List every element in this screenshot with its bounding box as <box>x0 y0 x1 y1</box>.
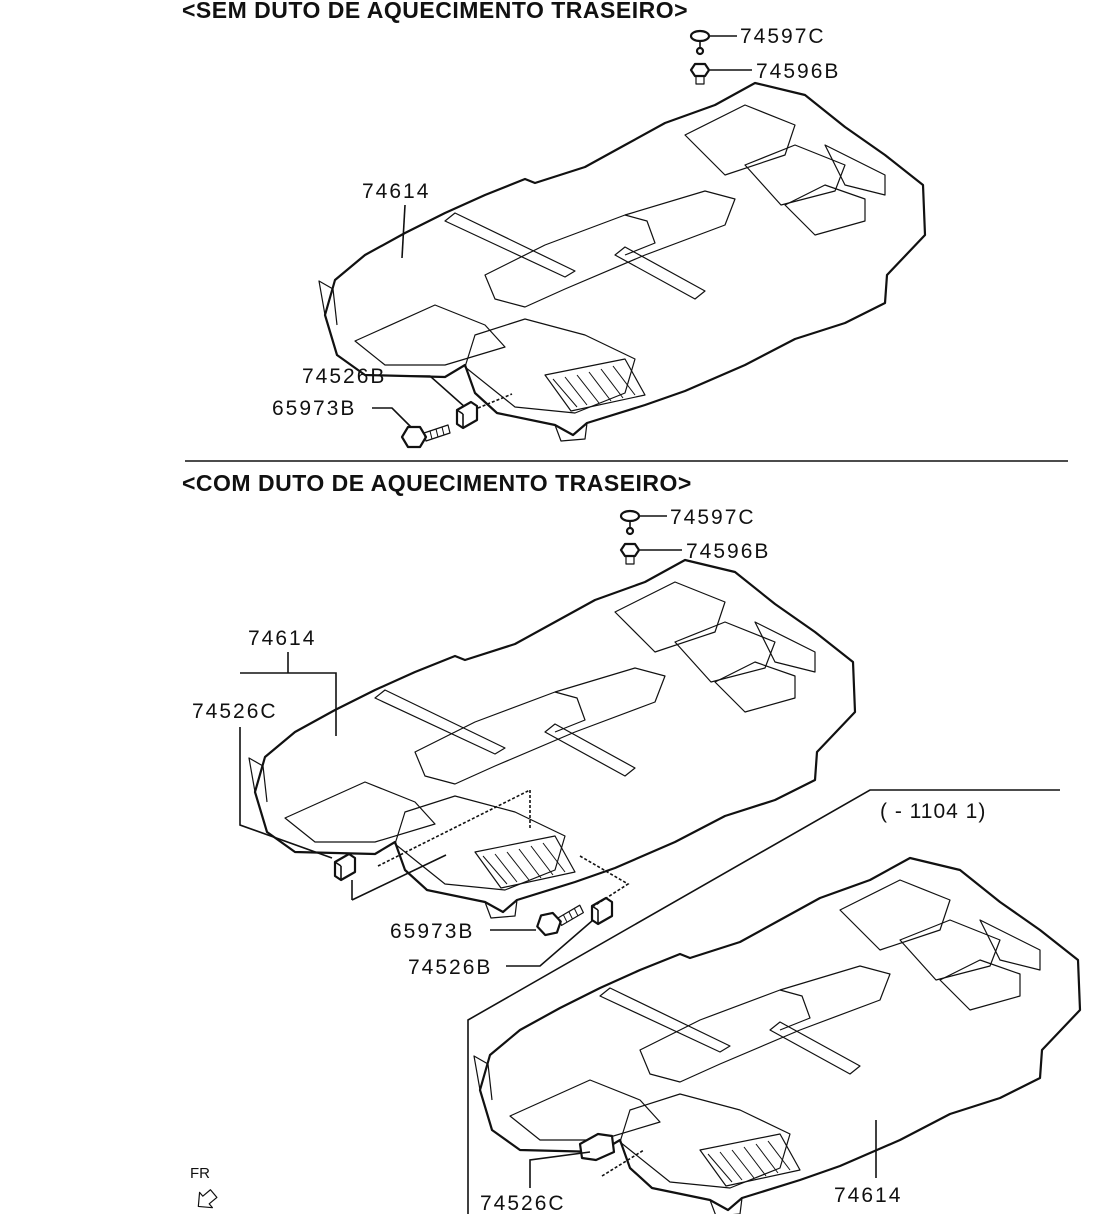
part-label-74526b: 74526B <box>302 365 386 388</box>
part-label-74597c-2: 74597C <box>670 506 756 529</box>
part-label-74526b-2: 74526B <box>408 956 492 979</box>
part-label-74614-inset: 74614 <box>834 1184 902 1207</box>
bracket-74526b-icon <box>455 400 479 430</box>
part-label-74596b: 74596B <box>756 60 840 83</box>
top-section-title: <SEM DUTO DE AQUECIMENTO TRASEIRO> <box>182 0 688 23</box>
floor-carpet-top <box>317 81 927 443</box>
part-label-74614-2: 74614 <box>248 627 316 650</box>
bottom-section-title: <COM DUTO DE AQUECIMENTO TRASEIRO> <box>182 470 692 496</box>
clip-74596b-icon-2 <box>619 542 641 566</box>
part-label-65973b-2: 65973B <box>390 920 474 943</box>
bolt-65973b-icon <box>400 423 452 449</box>
part-label-74596b-2: 74596B <box>686 540 770 563</box>
part-label-74597c: 74597C <box>740 25 826 48</box>
front-arrow-icon <box>197 1189 218 1209</box>
clip-74597c-icon <box>689 29 711 56</box>
inset-frame <box>467 789 1060 1214</box>
bracket-74526c-icon <box>333 852 357 882</box>
bracket-74526b-icon-2 <box>590 896 614 926</box>
part-label-65973b: 65973B <box>272 397 356 420</box>
part-label-74526c: 74526C <box>192 700 278 723</box>
bracket-74526c-inset-icon <box>578 1132 616 1162</box>
clip-74596b-icon <box>689 62 711 86</box>
inset-range-label: ( - 1104 1) <box>880 800 986 823</box>
fr-label: FR <box>190 1165 210 1182</box>
floor-carpet-inset <box>472 856 1082 1214</box>
part-label-74614: 74614 <box>362 180 430 203</box>
part-label-74526c-inset: 74526C <box>480 1192 566 1214</box>
clip-74597c-icon-2 <box>619 509 641 536</box>
